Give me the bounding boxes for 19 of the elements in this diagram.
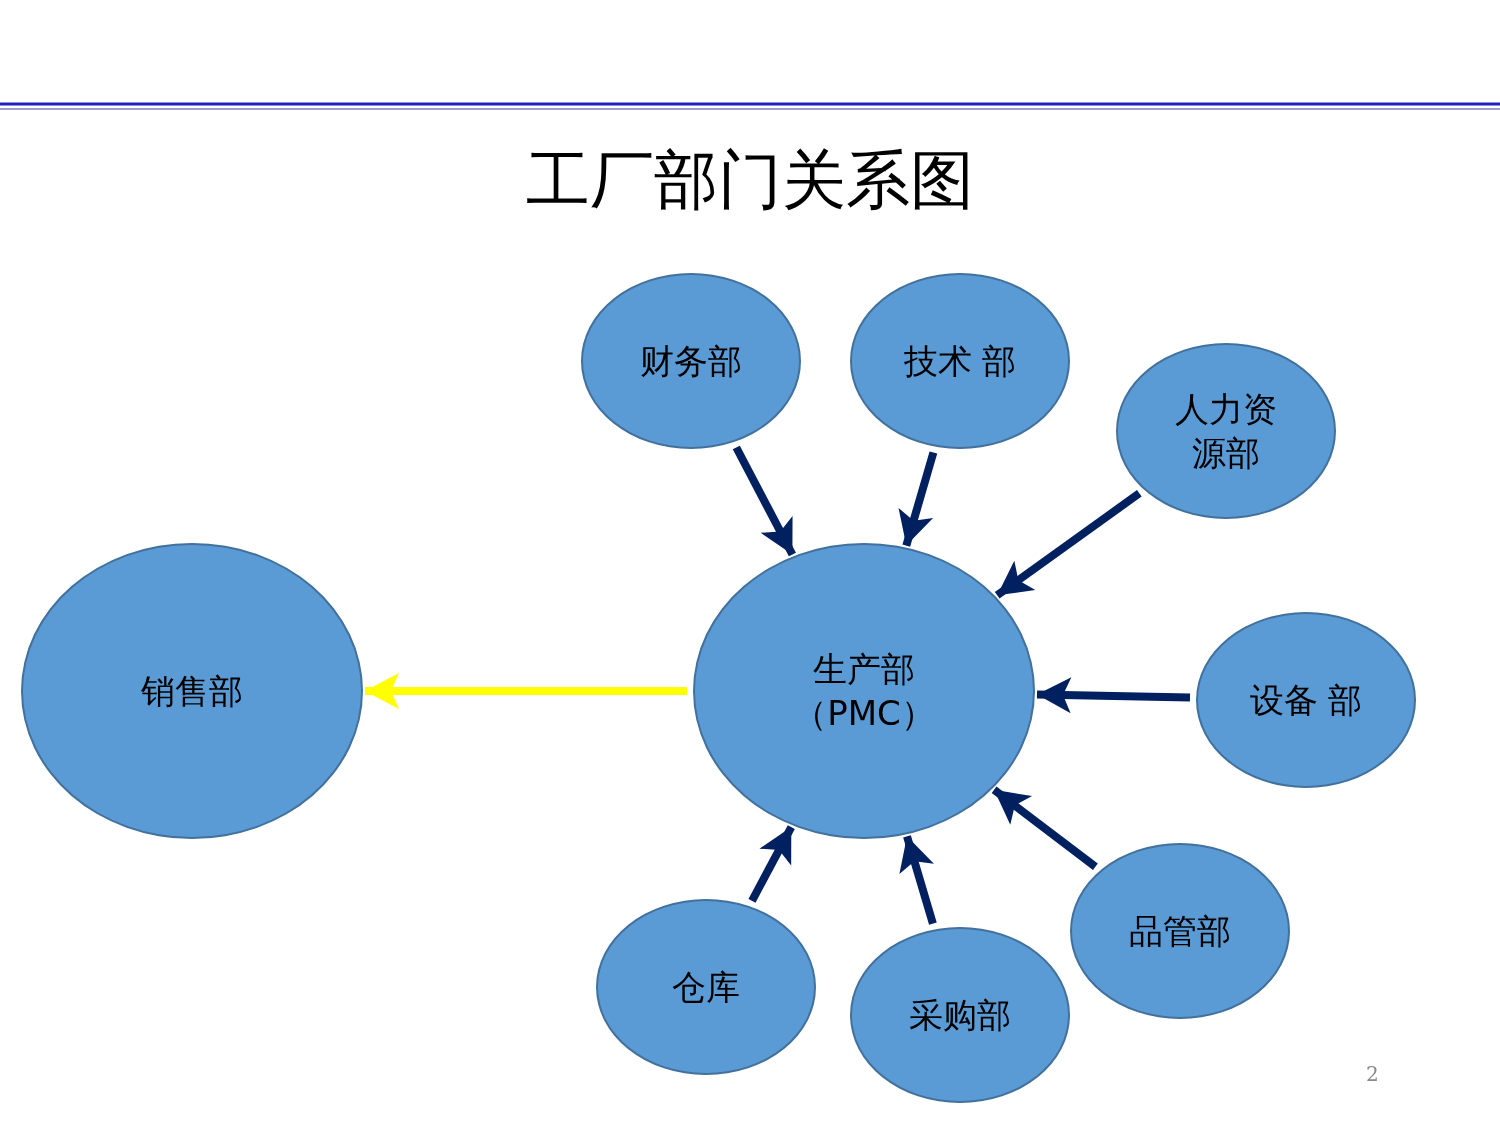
arrow [991, 786, 1098, 870]
department-name: 销售部 [141, 670, 243, 713]
title: 工厂部门关系图 [526, 142, 974, 219]
department-name: 生产部 [813, 648, 915, 691]
arrow [1036, 677, 1191, 714]
arrow [994, 490, 1142, 599]
page-number: 2 [1366, 1062, 1379, 1086]
department-name: 品管部 [1129, 910, 1231, 953]
department-name: 仓库 [672, 966, 740, 1009]
department-name: 设备 部 [1249, 679, 1363, 722]
department-name: 人力资源部 [1174, 388, 1278, 475]
arrow [732, 445, 796, 557]
department-name: 财务部 [640, 340, 742, 383]
arrow [899, 835, 937, 925]
arrow [748, 825, 795, 903]
department-name: （PMC） [793, 692, 935, 735]
department-name: 采购部 [909, 994, 1011, 1037]
arrow [898, 451, 938, 547]
department-name: 技术 部 [903, 340, 1017, 383]
